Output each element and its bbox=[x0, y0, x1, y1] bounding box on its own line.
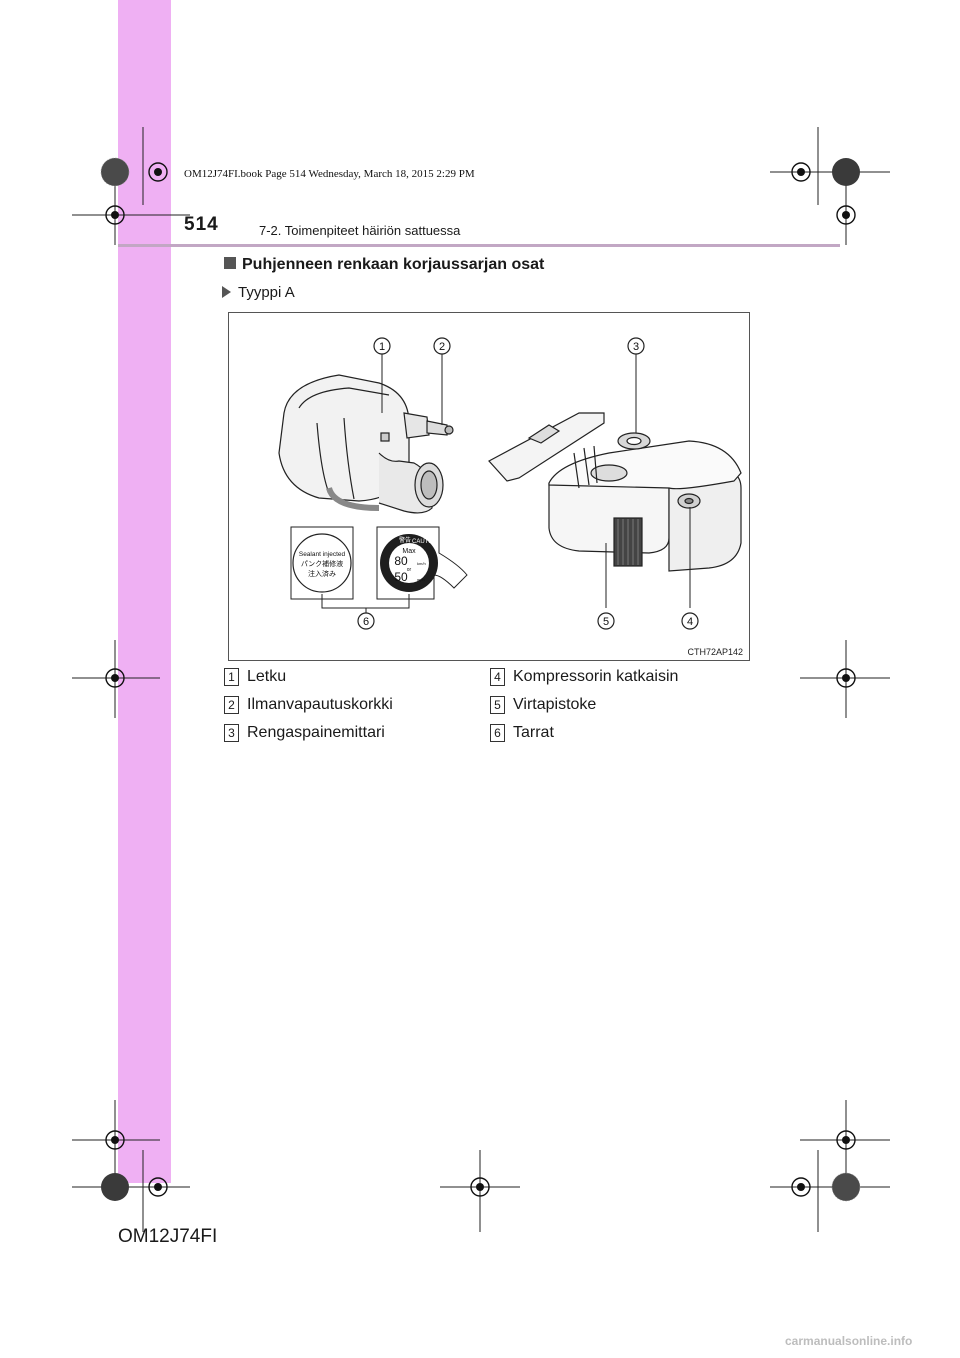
sticker-max-text: Max bbox=[402, 548, 416, 555]
sticker-warning-text: 警告 bbox=[399, 536, 411, 544]
legend-label: Tarrat bbox=[513, 724, 554, 741]
watermark: carmanualsonline.info bbox=[785, 1334, 913, 1348]
callout-2: 2 bbox=[439, 341, 445, 353]
legend-number: 4 bbox=[490, 668, 505, 686]
sticker-unit2: mph bbox=[417, 577, 425, 582]
book-info: OM12J74FI.book Page 514 Wednesday, March… bbox=[184, 168, 475, 180]
legend-number: 6 bbox=[490, 724, 505, 742]
type-label: Tyyppi A bbox=[238, 284, 295, 301]
sticker-left: Sealant injected パンク補修液 注入済み bbox=[290, 526, 354, 600]
callout-1: 1 bbox=[379, 341, 385, 353]
page-number: 514 bbox=[184, 214, 219, 235]
sealant-bottle-drawing bbox=[278, 374, 454, 514]
square-bullet-icon bbox=[224, 257, 236, 269]
legend-item: 3 Rengaspainemittari bbox=[224, 719, 393, 747]
compressor-drawing bbox=[488, 412, 742, 572]
legend-label: Rengaspainemittari bbox=[247, 724, 385, 741]
sticker-or-text: or bbox=[407, 567, 412, 573]
legend-label: Ilmanvapautuskorkki bbox=[247, 696, 393, 713]
sticker-unit1: km/h bbox=[417, 561, 426, 566]
legend-item: 1 Letku bbox=[224, 663, 393, 691]
legend-label: Kompressorin katkaisin bbox=[513, 668, 679, 685]
sticker-caution-text: CAUTION bbox=[412, 539, 439, 545]
sticker-speed2: 50 bbox=[394, 570, 408, 584]
legend-number: 3 bbox=[224, 724, 239, 742]
legend-label: Virtapistoke bbox=[513, 696, 597, 713]
leader-lines bbox=[321, 354, 691, 613]
sticker-left-line3: 注入済み bbox=[308, 569, 336, 578]
legend-left: 1 Letku 2 Ilmanvapautuskorkki 3 Rengaspaine… bbox=[224, 663, 393, 747]
type-row: Tyyppi A bbox=[222, 284, 295, 301]
section-heading: 7-2. Toimenpiteet häiriön sattuessa bbox=[259, 223, 461, 238]
callout-circles bbox=[357, 337, 699, 630]
legend-item: 5 Virtapistoke bbox=[490, 691, 678, 719]
side-color-tab bbox=[118, 0, 171, 1183]
sticker-left-line1: Sealant injected bbox=[299, 551, 346, 558]
sticker-right: 警告 CAUTION Max 80 km/h or 50 mph bbox=[376, 526, 468, 600]
legend-number: 2 bbox=[224, 696, 239, 714]
footer-code: OM12J74FI bbox=[118, 1226, 218, 1247]
legend-label: Letku bbox=[247, 668, 287, 685]
callout-4: 4 bbox=[687, 616, 693, 628]
sticker-left-line2: パンク補修液 bbox=[301, 559, 343, 568]
callout-6: 6 bbox=[363, 616, 369, 628]
triangle-arrow-icon bbox=[222, 286, 231, 298]
legend-number: 5 bbox=[490, 696, 505, 714]
header-rule bbox=[118, 244, 840, 247]
sticker-speed1: 80 bbox=[394, 554, 408, 568]
legend-item: 4 Kompressorin katkaisin bbox=[490, 663, 678, 691]
callout-3: 3 bbox=[633, 341, 639, 353]
legend-item: 6 Tarrat bbox=[490, 719, 678, 747]
repair-kit-illustration: Sealant injected パンク補修液 注入済み 警告 CAUTION … bbox=[278, 337, 742, 630]
legend-number: 1 bbox=[224, 668, 239, 686]
subtitle-row: Puhjenneen renkaan korjaussarjan osat bbox=[224, 256, 544, 274]
legend-item: 2 Ilmanvapautuskorkki bbox=[224, 691, 393, 719]
subtitle-text: Puhjenneen renkaan korjaussarjan osat bbox=[242, 256, 545, 273]
figure-code: CTH72AP142 bbox=[687, 647, 743, 657]
repair-kit-figure: Sealant injected パンク補修液 注入済み 警告 CAUTION … bbox=[228, 312, 750, 661]
callout-5: 5 bbox=[603, 616, 609, 628]
